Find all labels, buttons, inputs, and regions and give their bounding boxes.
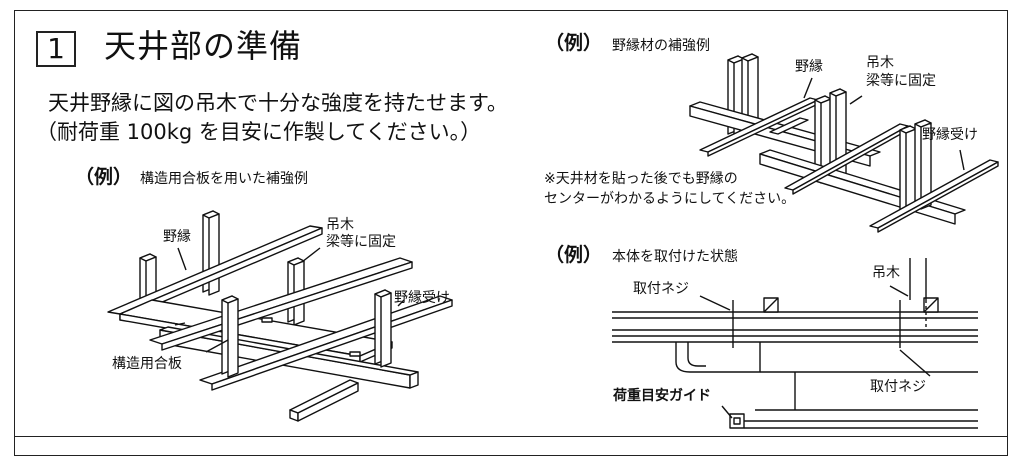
label-fix-2: 梁等に固定 — [866, 73, 936, 89]
leader-line — [959, 149, 965, 171]
note-line-1: ※天井材を貼った後でも野縁の — [544, 171, 738, 187]
label-noen-uke-2: 野縁受け — [922, 127, 978, 143]
leader-line — [699, 295, 731, 311]
furring-strip — [211, 299, 453, 391]
label-tsurigi-2: 吊木 — [866, 55, 894, 71]
label-noen-uke-1: 野縁受け — [394, 290, 450, 306]
furring-strip — [877, 161, 999, 233]
hanger-post — [914, 119, 932, 210]
example1-caption: 構造用合板を用いた補強例 — [140, 171, 308, 187]
label-noen-1: 野縁 — [163, 229, 191, 245]
section-title: 天井部の準備 — [104, 27, 303, 65]
example2-caption: 野縁材の補強例 — [612, 38, 710, 54]
label-fix-1: 梁等に固定 — [326, 234, 396, 250]
leader-line — [301, 247, 321, 263]
label-plywood: 構造用合板 — [112, 356, 182, 372]
section-number: 1 — [36, 31, 76, 67]
leader-line — [397, 299, 405, 307]
leader-line — [849, 95, 863, 105]
hanger-post — [221, 295, 239, 378]
lead-line-2: （耐荷重 100kg を目安に作製してください。） — [36, 120, 482, 144]
label-tsurigi-1: 吊木 — [326, 217, 354, 233]
furring-receiver — [297, 382, 359, 422]
section-divider — [14, 436, 1008, 437]
hanger-post — [374, 289, 392, 368]
label-tsurigi-3: 吊木 — [872, 265, 900, 281]
diagram-furring-reinforcement — [689, 53, 999, 233]
leader-line — [177, 247, 187, 271]
hanger-post — [899, 125, 917, 216]
example3-caption: 本体を取付けた状態 — [612, 249, 738, 265]
furring-strip — [769, 117, 809, 135]
label-noen-2: 野縁 — [795, 59, 823, 75]
label-screw-top: 取付ネジ — [633, 281, 689, 297]
diagram-mounted-state — [612, 258, 978, 429]
leader-line — [205, 339, 229, 353]
example3-mark: （例） — [545, 244, 603, 266]
label-load-guide: 荷重目安ガイド — [613, 388, 711, 404]
note-line-2: センターがわかるようにしてください。 — [544, 191, 796, 207]
leader-line — [889, 285, 909, 297]
leader-line — [803, 77, 813, 99]
diagram-plywood-reinforcement — [107, 210, 453, 422]
example2-mark: （例） — [545, 32, 603, 54]
page-frame — [14, 10, 1008, 456]
example1-mark: （例） — [75, 166, 133, 188]
label-screw-bottom: 取付ネジ — [870, 379, 926, 395]
leader-line — [899, 349, 931, 377]
leader-line — [721, 405, 733, 419]
hanger-post — [814, 95, 832, 184]
hanger-post — [829, 88, 847, 178]
lead-line-1: 天井野縁に図の吊木で十分な強度を持たせます。 — [48, 91, 508, 115]
